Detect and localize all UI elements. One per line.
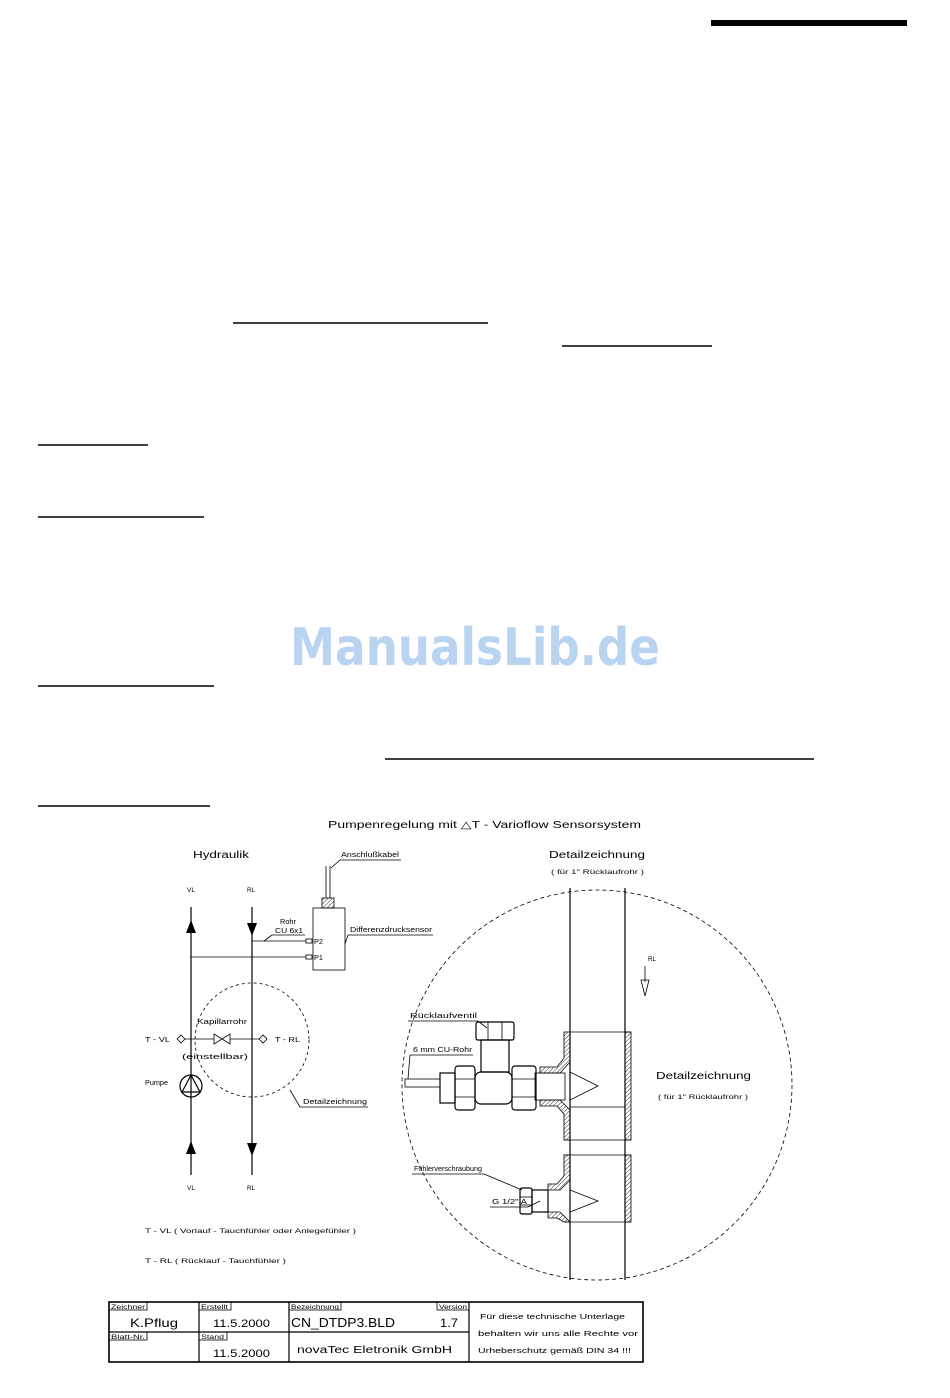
fitting-wall-hatch [539,1099,571,1141]
anschlusskabel-label: Anschlußkabel [341,852,400,859]
sensor-cable-gland [321,897,335,909]
p2-label: P2 [314,939,323,946]
leader-line [289,1089,301,1108]
vl-top-label: VL [187,888,196,894]
sensor-body [531,1189,549,1213]
fitting-wall-hatch [539,1031,571,1074]
hydraulik-heading: Hydraulik [193,850,250,861]
rl-bottom-label: RL [247,1186,256,1192]
stand-label: Stand [201,1335,224,1341]
detail-heading: Detailzeichnung [549,850,645,861]
detail-drawing: Detailzeichnung ( für 1" Rücklaufrohr ) … [401,850,793,1281]
drawing-title: Pumpenregelung mit △T - Varioflow Sensor… [328,820,641,831]
connector-p1 [305,954,313,960]
arrow-up-icon [186,1141,196,1154]
detail-reference-circle [194,982,310,1098]
rl-top-label: RL [247,888,256,894]
pump-triangle-icon [181,1073,201,1093]
blatt-label: Blatt-Nr. [111,1335,146,1341]
zeichner-label: Zeichner [111,1305,145,1311]
pumpe-label: Pumpe [145,1080,168,1087]
erstellt-value: 11.5.2000 [213,1318,270,1330]
sensor-label: Differenzdrucksensor [350,927,433,934]
watermark: ManualsLib.de [290,618,660,678]
t-vl-label: T - VL [145,1037,170,1044]
cu-rohr-label: 6 mm CU-Rohr [413,1047,473,1054]
text-rules [38,322,814,807]
title-block: Zeichner K.Pflug Erstellt 11.5.2000 Beze… [108,1301,644,1363]
sensor-point-diamond-icon [176,1034,186,1044]
valve-body [474,1071,513,1105]
valve-icon [213,1033,223,1045]
gewinde-label: G 1/2" A [492,1199,527,1206]
stand-value: 11.5.2000 [213,1348,270,1360]
valve-top-nut [475,1021,515,1041]
rohr-label: Rohr [280,919,297,926]
legend-t-vl: T - VL ( Vorlauf - Tauchfühler oder Anle… [145,1228,356,1235]
bezeichnung-value: CN_DTDP3.BLD [291,1315,395,1330]
valve-stem [480,1039,510,1073]
version-label: Version [439,1305,467,1311]
fitting-wall-hatch [624,1154,632,1223]
inner-detail-heading: Detailzeichnung [656,1071,751,1082]
leader-line [330,859,341,869]
copyright-line: Für diese technische Unterlage [480,1314,625,1321]
bezeichnung-label: Bezeichnung [291,1305,339,1311]
p1-label: P1 [314,955,323,962]
leader-line [407,1054,411,1080]
ruecklaufventil-label: Rücklaufventil [410,1013,478,1020]
legend-t-rl: T - RL ( Rücklauf - Tauchfühler ) [145,1258,286,1265]
branch-nipple [534,1072,566,1101]
leader-line [477,1020,488,1029]
flow-arrow-down-icon [640,979,650,997]
detail-ref-label: Detailzeichnung [303,1099,367,1106]
arrow-up-icon [186,920,196,933]
label-box [436,1301,470,1311]
valve-icon [221,1033,231,1045]
leader-line [483,1173,523,1191]
valve-hex-nut-left [454,1065,476,1111]
leader-line [527,1200,541,1208]
label-box [288,1301,342,1311]
t-rl-label: T - RL [275,1037,300,1044]
arrow-down-icon [247,1143,257,1156]
inner-detail-subheading: ( für 1" Rücklaufrohr ) [658,1094,748,1101]
cu-tube [404,1078,441,1088]
compression-sleeve [439,1072,456,1104]
sensor-probe-cone [569,1189,600,1213]
rohr-spec-label: CU 6x1 [275,928,303,935]
label-box [198,1331,228,1341]
zeichner-value: K.Pflug [130,1316,178,1330]
leader-line [344,934,349,945]
sensor-point-diamond-icon [258,1034,268,1044]
company-name: novaTec Eletronik GmbH [297,1345,452,1356]
flow-cone [569,1071,599,1101]
fitting-wall-hatch [547,1211,571,1223]
valve-hex-nut-right [511,1065,537,1111]
kapillarrohr-label: Kapillarrohr [197,1019,248,1026]
label-box [198,1301,232,1311]
detail-rl-label: RL [648,957,657,963]
fitting-wall-hatch [624,1031,632,1141]
arrow-down-icon [247,923,257,936]
einstellbar-label: (einstellbar) [182,1054,248,1061]
label-box [108,1331,148,1341]
fitting-wall-hatch [547,1154,571,1191]
header-bar [711,20,907,26]
label-box [108,1301,148,1311]
detail-subheading: ( für 1" Rücklaufrohr ) [551,869,644,876]
leader-line [263,934,273,942]
hydraulic-schematic: Hydraulik VL RL P2 P1 Anschlußkabel Rohr… [145,850,433,1265]
erstellt-label: Erstellt [201,1305,228,1311]
version-value: 1.7 [440,1316,458,1330]
vl-bottom-label: VL [187,1186,196,1192]
connector-p2 [305,938,313,944]
copyright-line: Urheberschutz gemäß DIN 34 !!! [478,1348,631,1355]
copyright-line: behalten wir uns alle Rechte vor [478,1331,639,1338]
fuehlerverschraubung-label: Fühlerverschraubung [414,1166,482,1173]
detail-circle [401,889,793,1281]
